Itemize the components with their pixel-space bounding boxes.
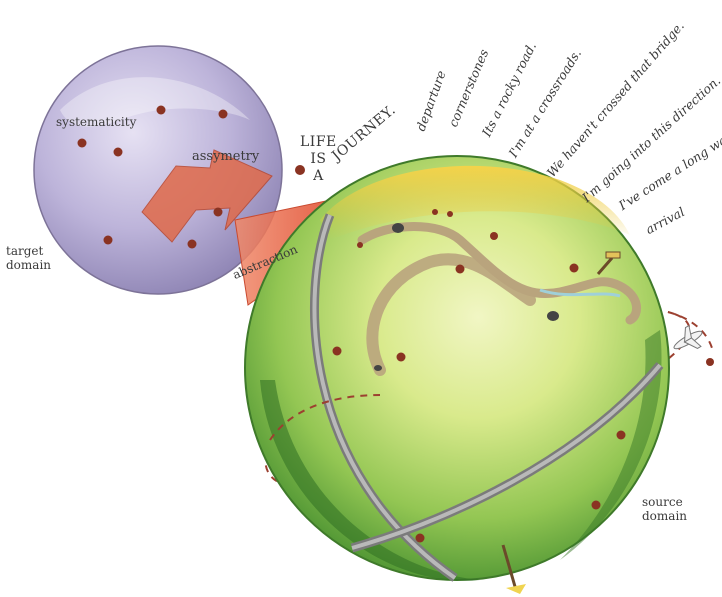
rock — [547, 311, 559, 321]
source-domain-label: source domain — [642, 495, 687, 523]
airplane-icon — [668, 322, 708, 359]
source-domain-label-line2: domain — [642, 509, 687, 523]
title-line-3: A — [300, 168, 337, 185]
target-domain-label-line1: target — [6, 244, 51, 258]
target-domain-label: target domain — [6, 244, 51, 272]
metaphor-title: LIFE IS A — [300, 134, 337, 185]
rock — [374, 365, 382, 371]
source-domain-label-line1: source — [642, 495, 687, 509]
systematicity-label: systematicity — [56, 115, 136, 129]
target-domain-label-line2: domain — [6, 258, 51, 272]
orbit-end-dot — [706, 358, 714, 366]
rock — [392, 223, 404, 233]
assymetry-label: assymetry — [192, 150, 259, 164]
